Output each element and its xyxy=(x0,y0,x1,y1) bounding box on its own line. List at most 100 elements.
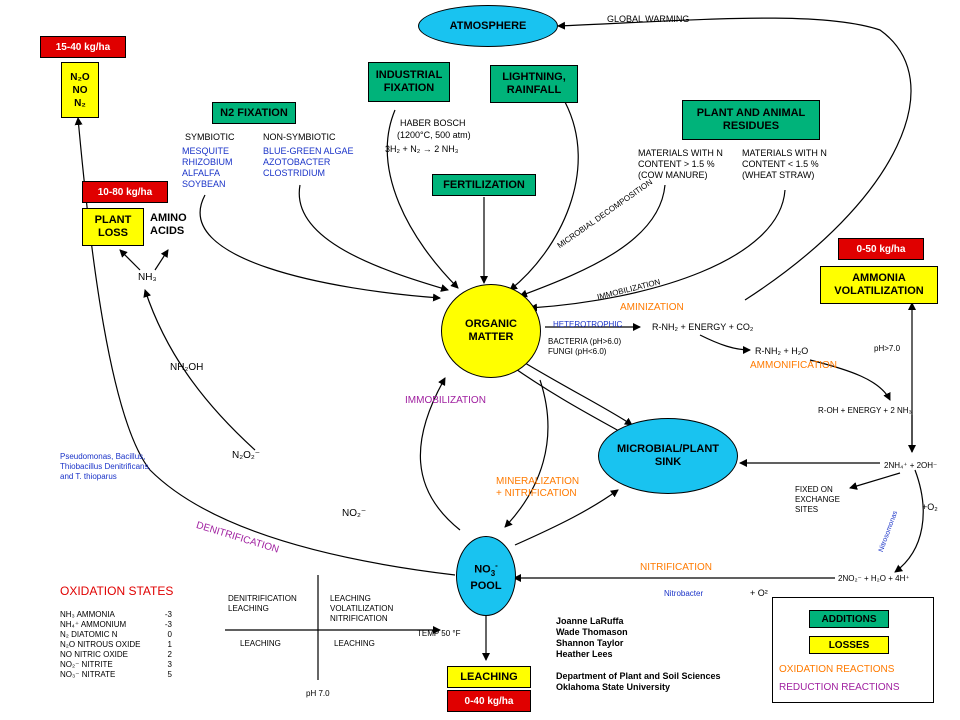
qtr-3: NITRIFICATION xyxy=(330,614,388,623)
legend-reduction: REDUCTION REACTIONS xyxy=(779,682,900,693)
nitrobacter-label: Nitrobacter xyxy=(664,589,704,598)
symbiotic-list: MESQUITE RHIZOBIUM ALFALFA SOYBEAN xyxy=(182,146,233,190)
mineral-1: MINERALIZATION xyxy=(496,476,580,487)
organic-matter-node: ORGANIC MATTER xyxy=(441,284,541,378)
arrow-global-warming xyxy=(557,17,912,301)
sym-4: SOYBEAN xyxy=(182,179,226,189)
plus-o2-label: +O₂ xyxy=(922,502,938,512)
mineralization-label: MINERALIZATION + NITRIFICATION xyxy=(496,476,579,500)
oxidation-state-name: N₂O NITROUS OXIDE xyxy=(60,640,141,649)
arrow-to-amm2 xyxy=(809,359,891,401)
credit-3: Shannon Taylor xyxy=(556,638,624,648)
non-symbiotic-label: NON-SYMBIOTIC xyxy=(263,132,336,142)
arrow-lightning xyxy=(509,101,579,291)
legend-box: ADDITIONS LOSSES OXIDATION REACTIONS RED… xyxy=(772,597,934,703)
plant-loss-box: PLANT LOSS xyxy=(82,208,144,246)
credits: Joanne LaRuffa Wade Thomason Shannon Tay… xyxy=(556,616,721,693)
arrow-nitrosomonas xyxy=(894,469,924,573)
arrow-symbiotic xyxy=(199,194,441,302)
ammonia-volatilization-box: AMMONIA VOLATILIZATION xyxy=(820,266,938,304)
haber-bosch-label: HABER BOSCH xyxy=(400,118,466,128)
mat-high-3: (COW MANURE) xyxy=(638,170,708,180)
ammonification-equation-2: R-OH + ENERGY + 2 NH₃ xyxy=(818,406,912,415)
oxidation-state-row: NH₄⁺ AMMONIUM-3 xyxy=(60,620,172,630)
lightning-box: LIGHTNING, RAINFALL xyxy=(490,65,578,103)
oxidation-state-row: NH₃ AMMONIA -3 xyxy=(60,610,172,620)
ps-1: Pseudomonas, Bacillus, xyxy=(60,452,146,461)
quad-top-right: LEACHING VOLATILIZATION NITRIFICATION xyxy=(330,594,393,624)
arrow-nh3-plant xyxy=(119,249,141,271)
aminization-equation: R-NH₂ + ENERGY + CO₂ xyxy=(652,322,754,332)
oxidation-state-name: NO₂⁻ NITRITE xyxy=(60,660,113,669)
ph-above-7: pH>7.0 xyxy=(874,344,901,353)
arrow-industrial xyxy=(386,109,459,289)
symbiotic-label: SYMBIOTIC xyxy=(185,132,235,142)
qtl-2: LEACHING xyxy=(228,604,269,613)
ph-axis-label: pH 7.0 xyxy=(306,689,330,698)
oxidation-state-name: NH₄⁺ AMMONIUM xyxy=(60,620,127,629)
rate-leaching: 0-40 kg/ha xyxy=(447,690,531,712)
ps-3: and T. thioparus xyxy=(60,472,117,481)
credit-2: Wade Thomason xyxy=(556,627,628,637)
materials-high-n: MATERIALS WITH N CONTENT > 1.5 % (COW MA… xyxy=(638,148,723,181)
gas-no: NO xyxy=(72,84,88,96)
mineral-2: + NITRIFICATION xyxy=(496,488,577,499)
n2-fixation-box: N2 FIXATION xyxy=(212,102,296,124)
credit-1: Joanne LaRuffa xyxy=(556,616,624,626)
rate-ammonia: 0-50 kg/ha xyxy=(838,238,924,260)
oxidation-state-value: 3 xyxy=(167,660,172,669)
no2-label: NO₂⁻ xyxy=(342,508,367,519)
oxidation-state-value: 1 xyxy=(167,640,172,649)
arrow-nonsymbiotic xyxy=(298,184,449,292)
ammonium-equation: 2NH₄⁺ + 2OH⁻ xyxy=(884,461,938,470)
rate-plant-loss: 10-80 kg/ha xyxy=(82,181,168,203)
non-symbiotic-list: BLUE-GREEN ALGAE AZOTOBACTER CLOSTRIDIUM xyxy=(263,146,354,179)
ps-2: Thiobacillus Denitrificans, xyxy=(60,462,151,471)
nitrification-label: NITRIFICATION xyxy=(640,562,713,573)
sym-1: MESQUITE xyxy=(182,146,230,156)
nonsym-1: BLUE-GREEN ALGAE xyxy=(263,146,354,156)
arrow-immob-residue xyxy=(529,189,786,312)
no3-label: NO3- xyxy=(474,561,498,578)
gases-box: N₂O NO N₂ xyxy=(61,62,99,118)
arrow-pool-to-sink xyxy=(514,489,619,546)
mat-low-3: (WHEAT STRAW) xyxy=(742,170,815,180)
credit-7: Oklahoma State University xyxy=(556,682,671,692)
arrow-denitrification xyxy=(74,117,456,576)
nonsym-2: AZOTOBACTER xyxy=(263,157,331,167)
oxidation-state-row: NO₂⁻ NITRITE 3 xyxy=(60,660,172,670)
nh3-label: NH₃ xyxy=(138,272,157,283)
mat-high-1: MATERIALS WITH N xyxy=(638,148,723,158)
no3-pool-node: NO3- POOL xyxy=(456,536,516,616)
credit-6: Department of Plant and Soil Sciences xyxy=(556,671,721,681)
arrow-to-amm1 xyxy=(699,334,751,354)
fertilization-box: FERTILIZATION xyxy=(432,174,536,196)
haber-equation: 3H₂ + N₂ → 2 NH₃ xyxy=(385,144,459,154)
fixed-1: FIXED ON xyxy=(795,485,833,494)
atmosphere-node: ATMOSPHERE xyxy=(418,5,558,47)
arrow-immobilization xyxy=(419,377,461,531)
oxidation-state-value: 5 xyxy=(167,670,172,679)
heterotrophic-label: HETEROTROPHIC xyxy=(553,320,623,329)
fixed-exchange-sites: FIXED ON EXCHANGE SITES xyxy=(795,485,840,515)
oxidation-state-value: 0 xyxy=(167,630,172,639)
legend-losses: LOSSES xyxy=(809,636,889,654)
quad-top-left: DENITRIFICATION LEACHING xyxy=(228,594,297,614)
qtr-2: VOLATILIZATION xyxy=(330,604,394,613)
temp-label: TEMP 50 °F xyxy=(417,629,461,638)
atmosphere-label: ATMOSPHERE xyxy=(449,19,527,32)
arrow-mineralization xyxy=(504,379,549,528)
mat-low-1: MATERIALS WITH N xyxy=(742,148,827,158)
ammonification-equation-1: R-NH₂ + H₂O xyxy=(755,346,809,356)
nh2oh-label: NH₂OH xyxy=(170,362,204,373)
gas-n2: N₂ xyxy=(74,97,86,109)
oxidation-states-title: OXIDATION STATES xyxy=(60,584,174,598)
oxidation-state-value: -3 xyxy=(164,610,172,619)
qtr-1: LEACHING xyxy=(330,594,371,603)
oxidation-state-name: NH₃ AMMONIA xyxy=(60,610,115,619)
